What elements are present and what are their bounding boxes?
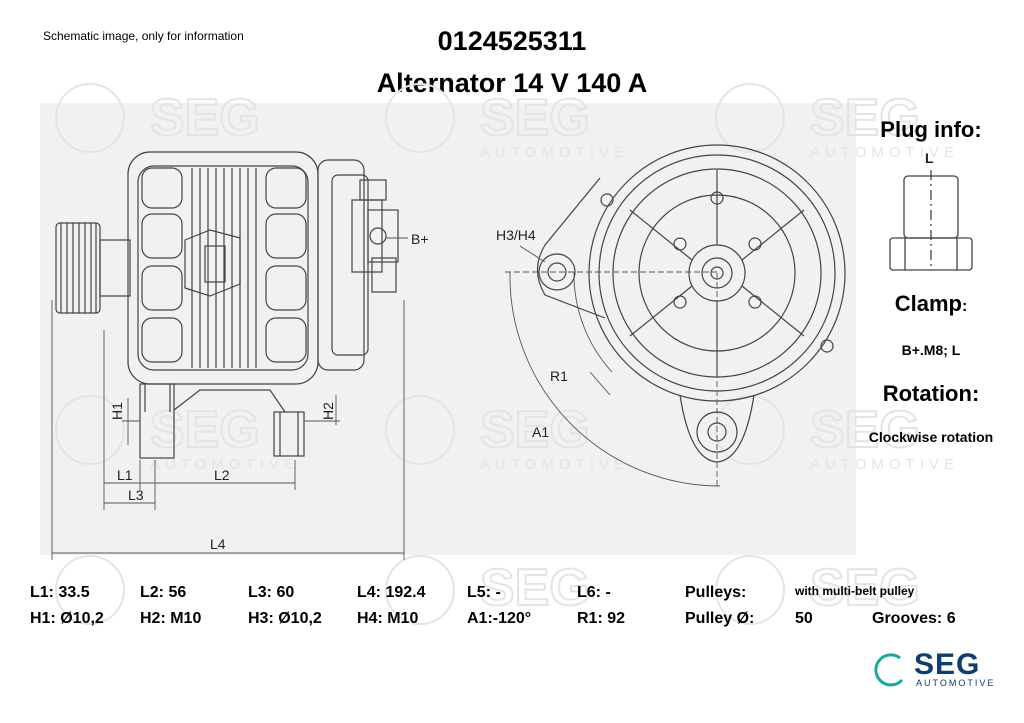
plug-illustration [889,170,973,271]
spec-h2: H2: M10 [140,610,202,627]
label-l3: L3 [128,487,144,503]
svg-text:AUTOMOTIVE: AUTOMOTIVE [810,144,959,161]
spec-l1: L1: 33.5 [30,584,90,601]
dimension-lines-side [51,237,408,560]
svg-text:SEG: SEG [480,559,590,617]
spec-h4: H4: M10 [357,610,419,627]
logo-ring-icon [874,653,904,687]
label-b-plus: B+ [411,231,429,247]
spec-h3: H3: Ø10,2 [248,610,322,627]
label-l2: L2 [214,467,230,483]
svg-text:SEG: SEG [150,89,260,147]
product-title: Alternator 14 V 140 A [376,68,648,98]
label-r1: R1 [550,368,568,384]
watermark: SEG SEG SEG SEG SEG SEG SEG SEG AUTOMOTI… [55,83,959,625]
spec-pulley-diameter-value: 50 [795,610,813,627]
svg-text:SEG: SEG [810,559,920,617]
svg-text:SEG: SEG [810,401,920,459]
spec-h1: H1: Ø10,2 [30,610,104,627]
clamp-value: B+.M8; L [901,342,961,358]
svg-text:SEG: SEG [150,401,260,459]
disclaimer-note: Schematic image, only for information [43,29,244,43]
spec-a1: A1:-120° [467,610,532,627]
label-h3h4: H3/H4 [496,227,536,243]
alternator-side-view [55,151,399,459]
label-l4: L4 [210,536,226,552]
spec-pulleys-value: with multi-belt pulley [795,584,915,598]
spec-pulley-diameter-label: Pulley Ø: [685,610,755,627]
svg-text:AUTOMOTIVE: AUTOMOTIVE [150,456,299,473]
svg-text:SEG: SEG [810,89,920,147]
svg-text:AUTOMOTIVE: AUTOMOTIVE [480,456,629,473]
drawing-labels: B+ H3/H4 R1 A1 L1 L2 L3 L4 H1 H2 L [109,150,934,552]
label-a1: A1 [532,424,549,440]
clamp-heading: Clamp: [894,291,968,316]
plug-info-heading: Plug info: [880,117,982,142]
rotation-heading: Rotation: [882,381,980,406]
label-h1: H1 [109,402,125,420]
label-h2: H2 [320,402,336,420]
spec-grooves: Grooves: 6 [872,610,956,627]
spec-l5: L5: - [467,584,501,601]
label-plug-l: L [925,150,934,166]
svg-text:SEG: SEG [480,89,590,147]
part-number: 0124525311 [437,26,587,56]
svg-text:AUTOMOTIVE: AUTOMOTIVE [480,144,629,161]
seg-logo: SEG AUTOMOTIVE [870,648,1000,690]
drawing-panel [40,103,856,555]
spec-pulleys-label: Pulleys: [685,584,747,601]
rotation-value: Clockwise rotation [868,429,994,445]
spec-l6: L6: - [577,584,611,601]
spec-r1: R1: 92 [577,610,626,627]
spec-l2: L2: 56 [140,584,187,601]
svg-text:AUTOMOTIVE: AUTOMOTIVE [810,456,959,473]
dimension-lines-front [505,245,721,488]
spec-l3: L3: 60 [248,584,295,601]
label-l1: L1 [117,467,133,483]
spec-l4: L4: 192.4 [357,584,426,601]
svg-text:SEG: SEG [480,401,590,459]
